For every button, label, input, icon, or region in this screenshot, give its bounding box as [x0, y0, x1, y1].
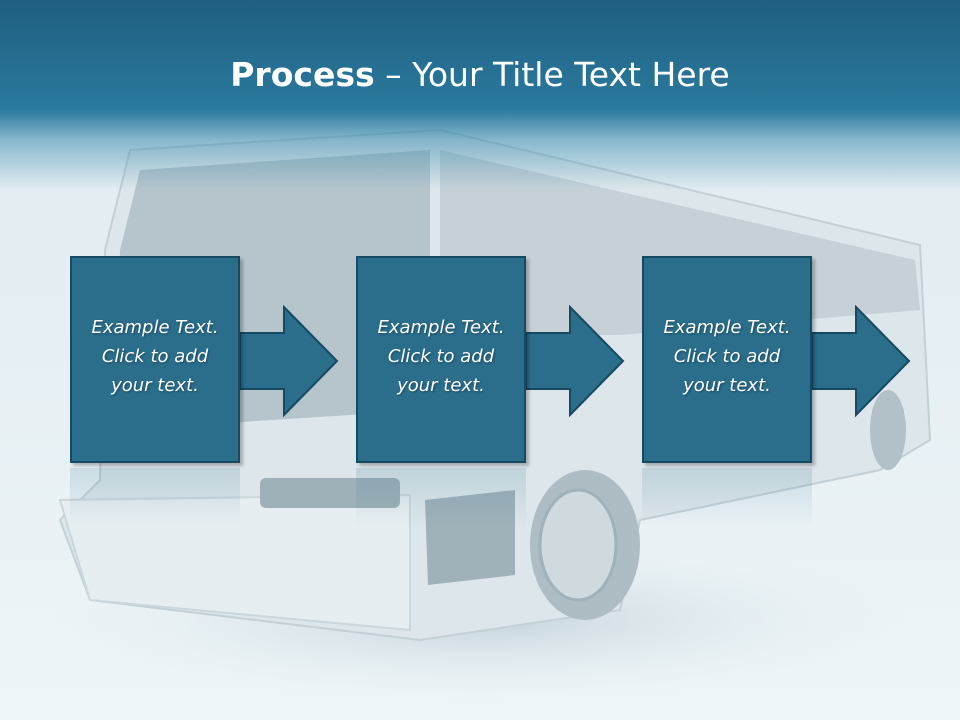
step-text: Example Text. Click to add your text. [72, 313, 238, 400]
step-line: your text. [683, 375, 771, 396]
step-line: your text. [111, 375, 199, 396]
arrow-right-icon [526, 305, 625, 417]
step-line: Click to add [387, 346, 495, 367]
step-line: Example Text. [91, 317, 219, 338]
step-line: Example Text. [377, 317, 505, 338]
step-reflection [70, 468, 240, 528]
step-text: Example Text. Click to add your text. [358, 313, 524, 400]
process-step-1[interactable]: Example Text. Click to add your text. [70, 256, 240, 463]
step-text: Example Text. Click to add your text. [644, 313, 810, 400]
arrow-right-icon [240, 305, 339, 417]
process-step-2[interactable]: Example Text. Click to add your text. [356, 256, 526, 463]
title-dash: – [374, 55, 413, 94]
step-reflection [642, 468, 812, 528]
title-bold-part: Process [230, 55, 375, 94]
step-line: your text. [397, 375, 485, 396]
step-reflection [356, 468, 526, 528]
step-line: Click to add [101, 346, 209, 367]
title-bar [0, 0, 960, 190]
process-step-3[interactable]: Example Text. Click to add your text. [642, 256, 812, 463]
step-line: Example Text. [663, 317, 791, 338]
title-rest: Your Title Text Here [412, 55, 730, 94]
slide-title[interactable]: Process – Your Title Text Here [0, 52, 960, 98]
arrow-right-icon [812, 305, 911, 417]
step-line: Click to add [673, 346, 781, 367]
